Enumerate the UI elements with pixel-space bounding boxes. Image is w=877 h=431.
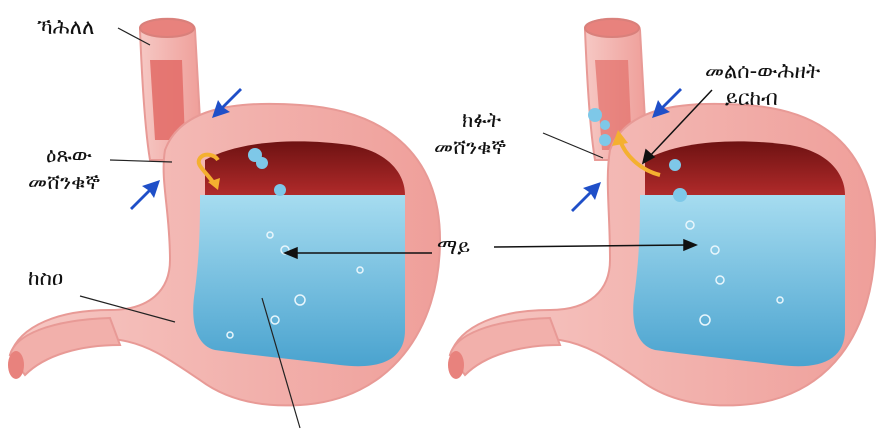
left-stomach (8, 19, 440, 406)
esophagus-label: ኻሕለለ (37, 14, 94, 41)
open-sphincter-label: ክፉት መሸንቁኞ (434, 107, 506, 162)
right-water (633, 195, 845, 366)
open-sphincter-label-line2: መሸንቁኞ (434, 134, 506, 161)
left-blue-arrow-bottom (130, 180, 160, 210)
water-label: ማይ (437, 234, 470, 261)
closed-sphincter-label-line1: ዕጹው (28, 142, 100, 169)
acid-reflux-label-line2: ይርከብ (705, 85, 820, 112)
left-water (193, 195, 405, 366)
right-blue-arrow-bottom (571, 182, 601, 212)
open-sphincter-label-line1: ክፉት (434, 107, 506, 134)
closed-sphincter-label-line2: መሸንቁኞ (28, 169, 100, 196)
stomach-label: ከስዐ (28, 265, 63, 292)
acid-reflux-label-line1: መልሰ-ውሕዘት (705, 58, 820, 85)
acid-reflux-label: መልሰ-ውሕዘት ይርከብ (705, 58, 820, 113)
closed-sphincter-label: ዕጹው መሸንቁኞ (28, 142, 100, 197)
